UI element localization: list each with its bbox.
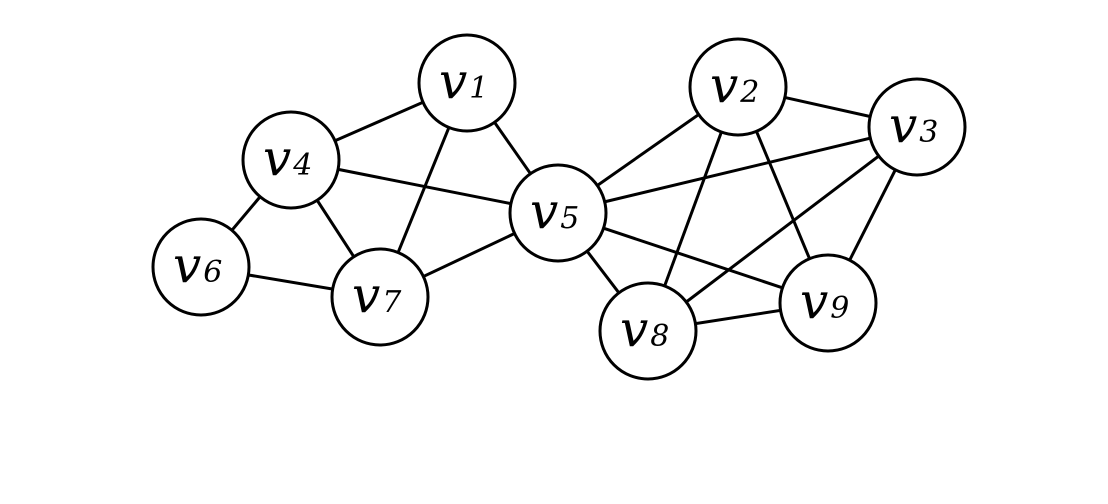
node-v2: v2: [688, 37, 788, 137]
node-label-letter: v: [352, 266, 380, 324]
node-v5: v5: [508, 163, 608, 263]
node-circle: [330, 247, 430, 347]
node-label: v7: [352, 266, 402, 324]
node-label-subscript: 2: [739, 75, 759, 110]
node-label-subscript: 5: [560, 201, 579, 236]
node-v9: v9: [778, 253, 878, 353]
node-v7: v7: [330, 247, 430, 347]
node-label-subscript: 3: [919, 115, 938, 150]
node-label: v5: [530, 182, 579, 240]
node-label-subscript: 8: [650, 319, 669, 354]
node-label-letter: v: [530, 182, 558, 240]
node-v3: v3: [867, 77, 967, 177]
node-label-subscript: 9: [830, 291, 849, 326]
node-circle: [508, 163, 608, 263]
node-label: v6: [173, 236, 222, 294]
node-label: v4: [263, 129, 312, 187]
node-label-letter: v: [710, 56, 738, 114]
node-label-subscript: 1: [469, 71, 488, 106]
node-circle: [598, 281, 698, 381]
node-v8: v8: [598, 281, 698, 381]
node-circle: [417, 33, 517, 133]
node-v1: v1: [417, 33, 517, 133]
node-label: v9: [800, 272, 849, 330]
node-circle: [778, 253, 878, 353]
node-label-letter: v: [620, 300, 648, 358]
node-label-letter: v: [439, 52, 467, 110]
edge-v3-v5: [557, 125, 918, 215]
node-label-letter: v: [800, 272, 828, 330]
node-circle: [151, 217, 251, 317]
node-label-subscript: 7: [382, 285, 402, 320]
node-label-letter: v: [173, 236, 201, 294]
node-label: v8: [620, 300, 669, 358]
node-v6: v6: [151, 217, 251, 317]
node-label: v1: [439, 52, 488, 110]
node-label-subscript: 6: [203, 255, 222, 290]
node-circle: [867, 77, 967, 177]
node-v4: v4: [241, 110, 341, 210]
node-label-subscript: 4: [292, 148, 312, 183]
node-label-letter: v: [263, 129, 291, 187]
edge-v3-v8: [647, 125, 918, 333]
node-circle: [241, 110, 341, 210]
node-label: v3: [889, 96, 938, 154]
node-label-letter: v: [889, 96, 917, 154]
node-circle: [688, 37, 788, 137]
node-label: v2: [710, 56, 759, 114]
